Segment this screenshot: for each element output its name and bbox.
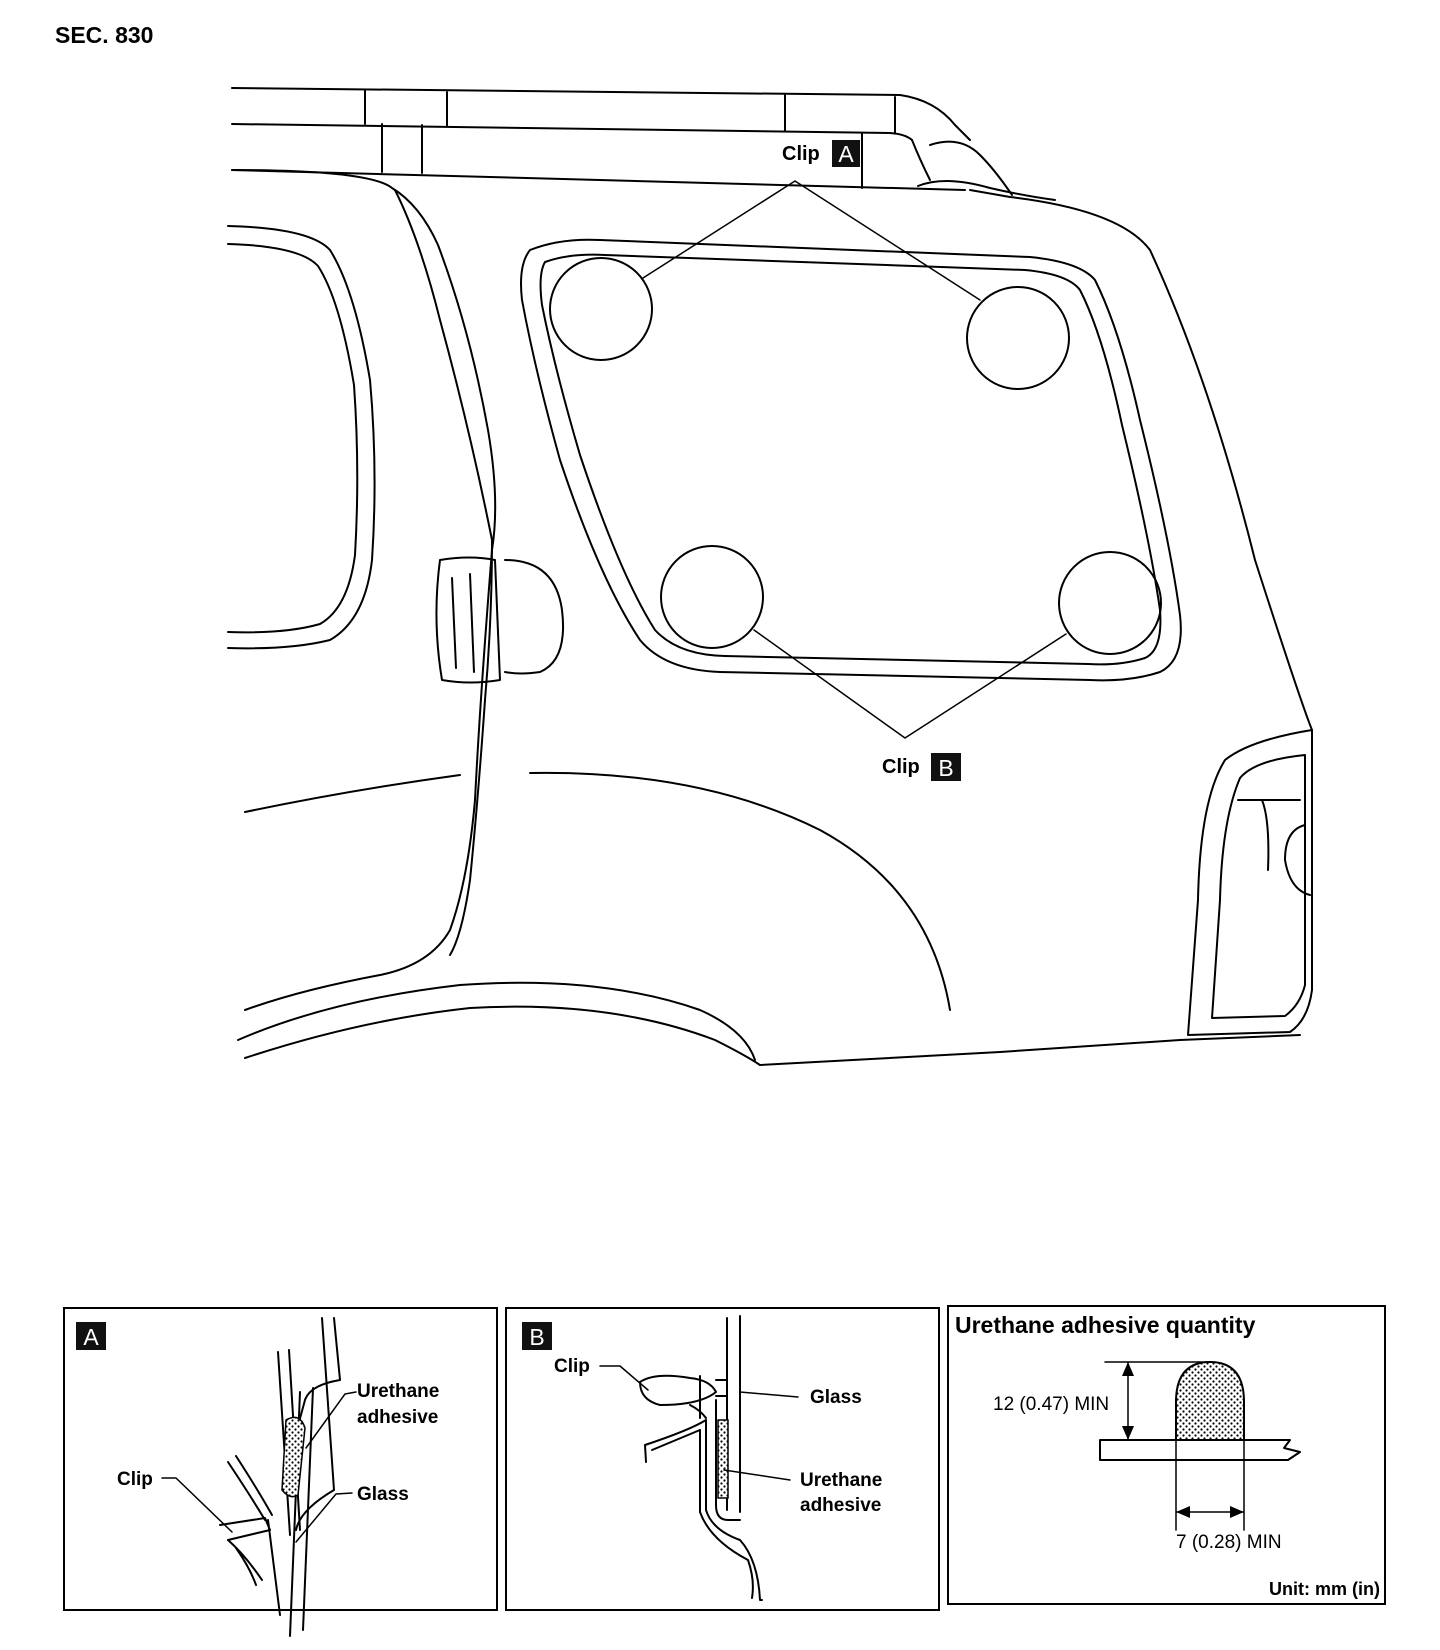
clip-b-badge-letter: B (938, 755, 953, 781)
detail-a-urethane-line2: adhesive (357, 1407, 438, 1428)
body-outline (231, 169, 497, 1011)
height-dimension-label: 12 (0.47) MIN (993, 1394, 1109, 1415)
detail-a-badge-letter: A (83, 1324, 99, 1350)
detail-b-badge-letter: B (529, 1324, 544, 1350)
side-window-inner (227, 243, 359, 634)
side-window-outer (227, 225, 376, 650)
glass-plate (1099, 1439, 1301, 1461)
detail-b-clip-label: Clip (554, 1356, 590, 1377)
clip-a-circle-left (549, 257, 653, 361)
detail-b-urethane-line2: adhesive (800, 1495, 881, 1516)
quarter-glass-outer (520, 238, 1182, 682)
adhesive-panel-title: Urethane adhesive quantity (955, 1312, 1256, 1338)
detail-a-clip-leader (161, 1477, 233, 1533)
detail-a-urethane-line1: Urethane (357, 1381, 439, 1402)
clip-a-label: Clip (782, 143, 820, 165)
detail-b-urethane-line1: Urethane (800, 1470, 882, 1491)
detail-b-glass-leader (739, 1391, 799, 1398)
detail-a-glass-leader (295, 1492, 353, 1543)
width-extension-lines (1175, 1439, 1245, 1531)
detail-a-urethane-leader (305, 1391, 357, 1449)
detail-b-glass-label: Glass (810, 1387, 862, 1408)
section-label: SEC. 830 (55, 22, 153, 48)
clip-a-badge: A (832, 140, 860, 167)
vehicle-rear-quarter-view: Clip A Clip B (227, 87, 1313, 1066)
clip-b-circle-left (660, 545, 764, 649)
clip-a-circle-right (966, 286, 1070, 390)
detail-b-clip-leader (599, 1365, 649, 1391)
detail-a-panel: A Urethane adhesive Clip Glass (63, 1307, 498, 1637)
clip-a-badge-letter: A (838, 141, 854, 167)
adhesive-bead (1175, 1360, 1245, 1441)
tail-lamp-outer (1187, 729, 1313, 1036)
unit-note: Unit: mm (in) (1269, 1579, 1380, 1599)
detail-a-glass-label: Glass (357, 1484, 409, 1505)
clip-b-badge: B (931, 753, 961, 781)
roof-rail (231, 87, 1056, 201)
detail-b-urethane-leader (723, 1469, 791, 1481)
clip-b-circle-right (1058, 551, 1162, 655)
width-dimension-label: 7 (0.28) MIN (1176, 1532, 1282, 1553)
detail-a-clip-label: Clip (117, 1469, 153, 1490)
clip-b-leader-lines (753, 629, 1067, 739)
detail-a-cross-section (219, 1317, 341, 1637)
clip-b-label: Clip (882, 756, 920, 778)
tail-lamp-inner (1211, 754, 1306, 1019)
detail-b-cross-section (639, 1315, 763, 1601)
fuel-door (435, 556, 501, 684)
clip-a-leader-lines (642, 180, 981, 301)
adhesive-quantity-panel: Urethane adhesive quantity 12 (0.47) MIN… (947, 1305, 1386, 1605)
quarter-glass-inner (539, 253, 1162, 666)
wheel-arch (529, 771, 951, 1011)
detail-b-panel: B Clip Glass Urethane adhesive (505, 1307, 940, 1611)
